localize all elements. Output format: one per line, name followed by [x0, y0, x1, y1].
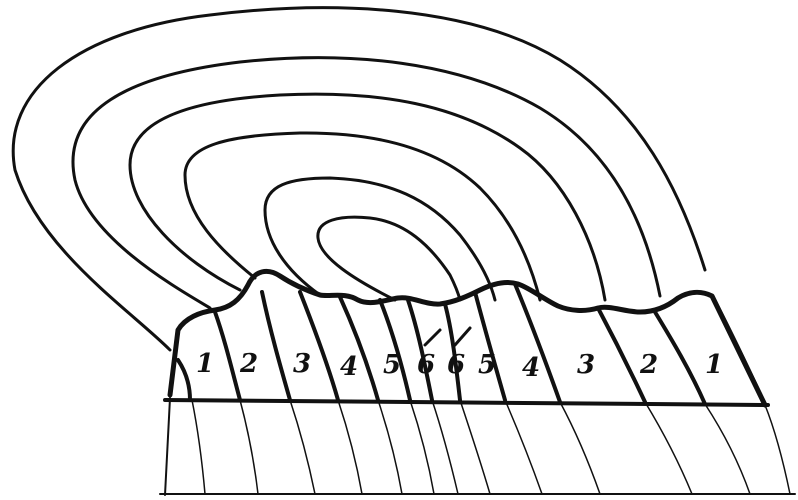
left-edge	[165, 398, 170, 495]
bed-label: 1	[196, 349, 214, 379]
bed-boundary	[178, 360, 190, 400]
bed-boundary	[262, 292, 290, 400]
bed-label: 6	[417, 350, 435, 380]
bed-label: 5	[383, 350, 401, 380]
bed-label: 4	[340, 352, 358, 382]
bed-label: 1	[705, 350, 723, 380]
lower-line	[410, 400, 434, 494]
lower-line	[192, 400, 205, 494]
bed-label: 3	[293, 349, 311, 379]
base-line	[165, 400, 768, 405]
fold-arc-5	[265, 178, 495, 300]
bed-boundary	[215, 312, 240, 400]
bed-boundary	[655, 312, 705, 404]
land-surface	[170, 271, 765, 405]
axis-tick	[455, 328, 470, 345]
axis-tick	[425, 330, 440, 345]
lower-line	[560, 402, 600, 494]
lower-line	[765, 405, 790, 494]
bed-boundary	[340, 297, 378, 400]
bed-boundary	[475, 292, 505, 400]
lower-line	[645, 402, 692, 494]
lower-line	[378, 400, 402, 494]
lower-line	[505, 400, 542, 494]
bed-label: 3	[577, 350, 595, 380]
lower-line	[432, 400, 458, 494]
lower-line	[705, 404, 750, 494]
lower-line	[290, 400, 315, 494]
fold-arc-6	[318, 217, 460, 300]
bed-label: 5	[478, 350, 496, 380]
lower-line	[240, 400, 258, 494]
bed-label: 6	[447, 350, 465, 380]
fold-arc-3	[130, 94, 605, 300]
bed-boundary	[598, 308, 645, 402]
bed-label: 4	[522, 353, 540, 383]
bed-label: 2	[639, 350, 658, 380]
bed-boundary	[300, 292, 338, 400]
lower-line	[338, 400, 362, 494]
bed-label: 2	[239, 349, 258, 379]
lower-line	[460, 400, 490, 494]
